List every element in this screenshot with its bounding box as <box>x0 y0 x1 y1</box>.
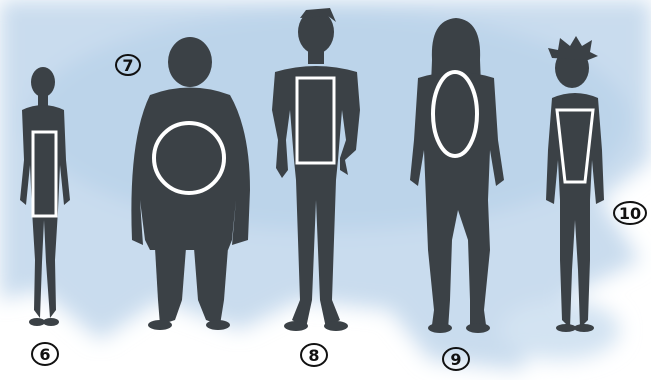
figure-8-number: 8 <box>308 346 319 365</box>
figure-6-number-label: 6 <box>32 343 58 365</box>
figure-8-number-label: 8 <box>301 344 327 366</box>
figure-9-number: 9 <box>450 350 461 369</box>
figure-6-number: 6 <box>39 345 50 364</box>
figure-10-number: 10 <box>619 204 641 223</box>
figure-7-number: 7 <box>122 56 133 75</box>
figure-10-number-label: 10 <box>614 202 646 224</box>
